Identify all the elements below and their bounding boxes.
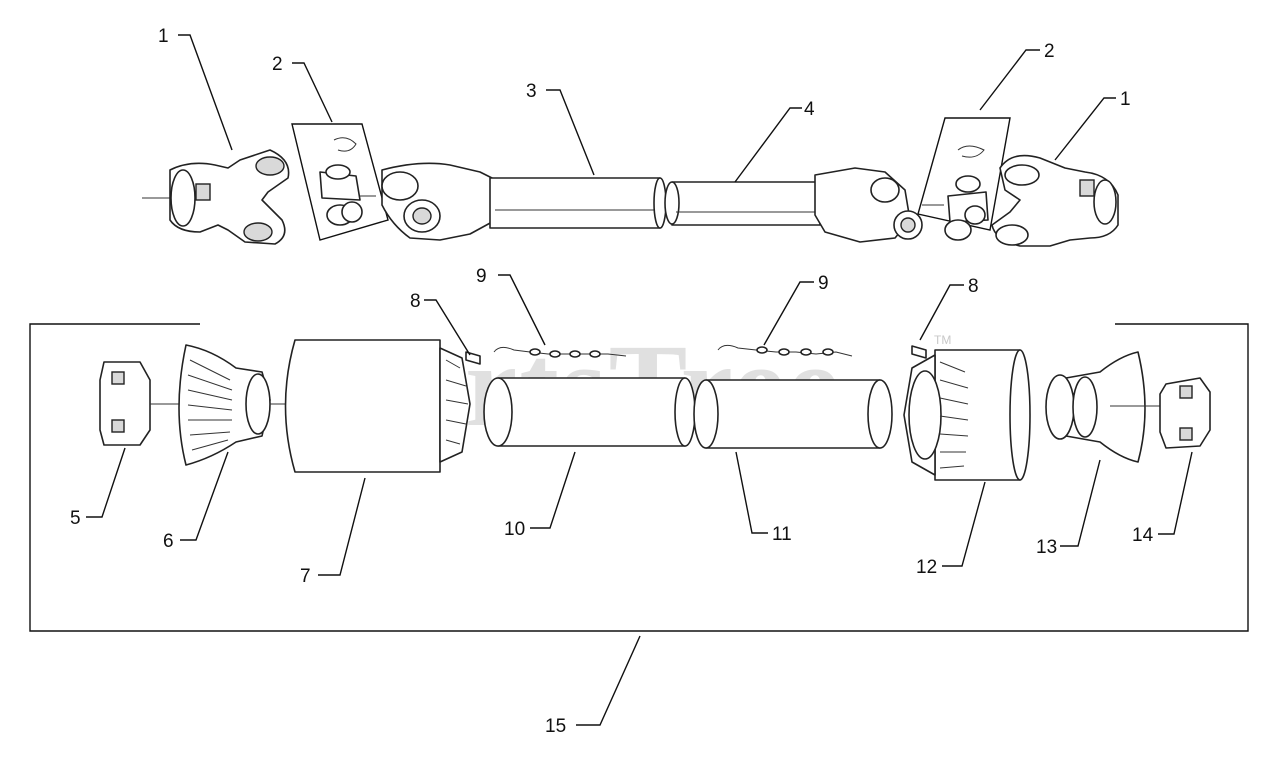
callout-2-right: 2 <box>1044 41 1055 62</box>
part-chain-left <box>493 346 627 358</box>
part-chain-right <box>717 344 853 357</box>
part-screw-right <box>911 345 927 359</box>
part-cone-right <box>1045 351 1160 463</box>
callout-15: 15 <box>545 716 566 737</box>
callout-9-right: 9 <box>818 273 829 294</box>
callout-2-left: 2 <box>272 54 283 75</box>
part-yoke-right <box>991 154 1119 247</box>
callout-12: 12 <box>916 557 937 578</box>
part-cross-kit-right <box>917 117 1011 241</box>
watermark-trademark: TM <box>934 333 951 347</box>
callout-13: 13 <box>1036 537 1057 558</box>
callout-10: 10 <box>504 519 525 540</box>
callout-11: 11 <box>772 524 792 545</box>
callout-8-left: 8 <box>410 291 421 312</box>
part-outer-guard-tube <box>284 339 471 473</box>
part-yoke-left <box>142 149 290 245</box>
part-guard-tube-right <box>693 379 893 449</box>
callout-5: 5 <box>70 508 81 529</box>
callout-1-right: 1 <box>1120 89 1131 110</box>
part-bearing-ring-left <box>99 361 185 446</box>
callout-7: 7 <box>300 566 311 587</box>
part-bearing-ring-right <box>1159 377 1211 449</box>
callout-4: 4 <box>804 99 815 120</box>
part-outer-half-left <box>381 162 667 241</box>
part-cross-kit-left <box>291 123 389 241</box>
callout-8-right: 8 <box>968 276 979 297</box>
part-inner-half-right <box>664 167 923 243</box>
part-cone-left <box>178 344 320 466</box>
leader-lines <box>86 34 1193 726</box>
part-outer-guard-right <box>903 349 1031 481</box>
callout-9-left: 9 <box>476 266 487 287</box>
callout-1-left: 1 <box>158 26 169 47</box>
part-guard-tube-left <box>483 377 696 447</box>
callout-14: 14 <box>1132 525 1154 546</box>
guard-assembly-frame <box>29 323 1249 632</box>
callout-3: 3 <box>526 81 537 102</box>
callout-6: 6 <box>163 531 174 552</box>
